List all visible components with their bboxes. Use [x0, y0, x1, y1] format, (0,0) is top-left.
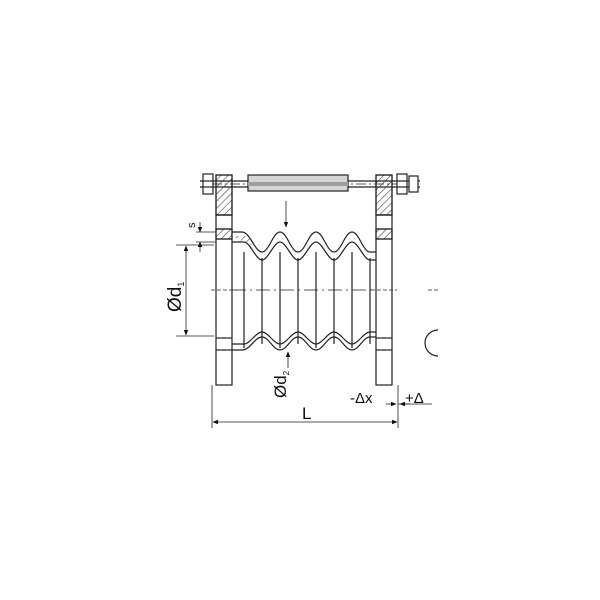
- label-d1: Ød1: [165, 282, 186, 312]
- label-d2: Ød2: [271, 370, 291, 398]
- label-s: s: [186, 222, 198, 228]
- label-minus-delta-x: -Δx: [350, 390, 373, 407]
- dimension-d1: [176, 244, 214, 337]
- dimension-s: [196, 222, 216, 252]
- left-nut: [202, 173, 214, 195]
- left-lug: [215, 174, 233, 216]
- label-plus-delta: +Δ: [405, 390, 424, 407]
- right-nut: [396, 173, 419, 195]
- right-lug: [375, 174, 393, 216]
- label-L: L: [302, 404, 311, 423]
- bellows-section: [232, 231, 376, 351]
- edge-arc: [424, 329, 439, 357]
- dimension-L: [211, 385, 399, 428]
- left-flange: [211, 214, 237, 386]
- right-flange: [371, 214, 397, 386]
- tie-rod: [200, 174, 420, 192]
